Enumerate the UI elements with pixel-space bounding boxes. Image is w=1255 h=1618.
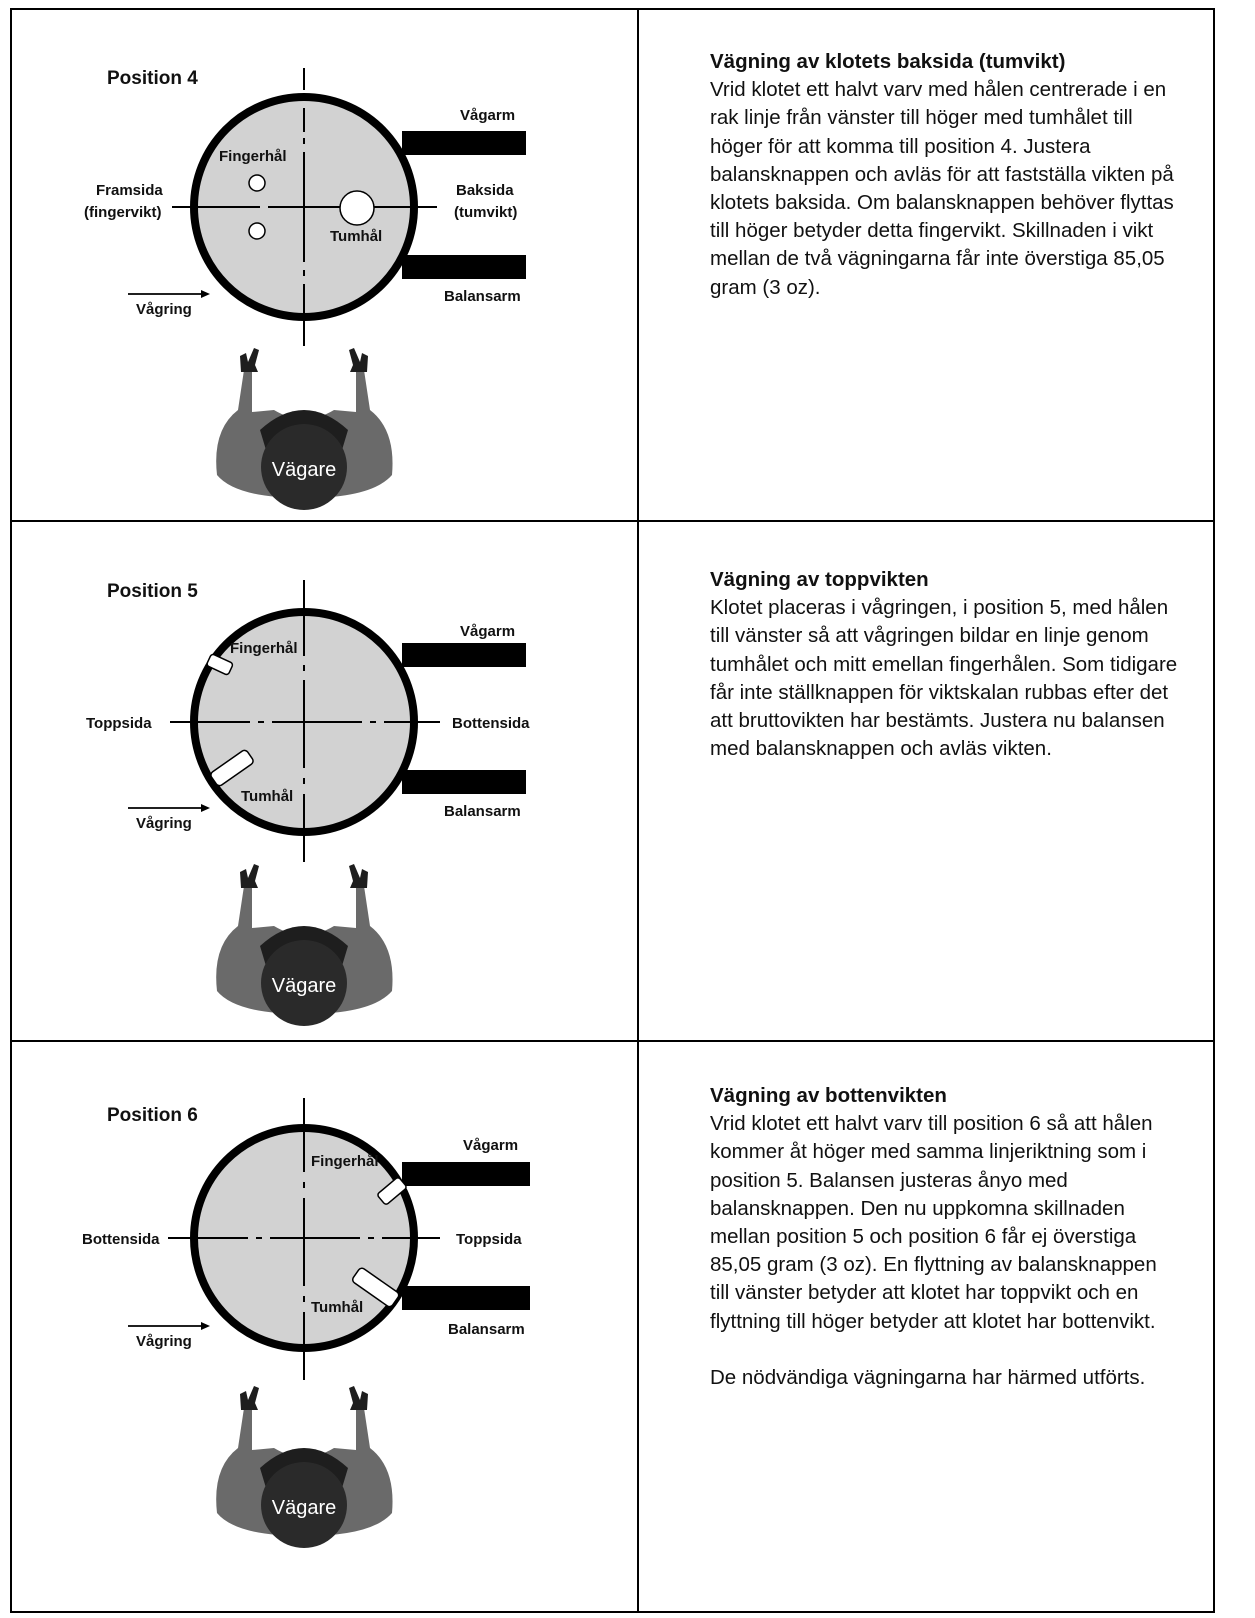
column-divider [637,10,639,1611]
position-label: Position 6 [107,1105,198,1126]
weigher-figure: Vägare [216,864,393,1026]
finger-hole [248,174,266,192]
balance-arm-bar [402,770,526,794]
finger-hole [248,222,266,240]
section-heading: Vägning av bottenvikten [710,1084,947,1107]
section-footer: De nödvändiga vägningarna har härmed utf… [710,1365,1146,1389]
weighing-table: Position 4 F [10,8,1215,1613]
thumb-hole-label: Tumhål [311,1299,363,1316]
section-body: Vrid klotet ett halvt varv till position… [710,1112,1157,1333]
section-heading: Vägning av toppvikten [710,568,929,591]
section-body: Vrid klotet ett halvt varv med hålen cen… [710,78,1174,299]
text-block: Vägning av klotets baksida (tumvikt) Vri… [710,48,1180,302]
left-side-label: Bottensida [82,1231,160,1248]
weigher-figure: Vägare [216,1386,393,1548]
section-heading: Vägning av klotets baksida (tumvikt) [710,50,1066,73]
right-side-label: Bottensida [452,715,530,732]
ring-label: Vågring [136,815,192,832]
weigher-label: Vägare [272,1497,337,1519]
balance-arm-label: Balansarm [444,803,521,820]
balance-arm-label: Balansarm [444,288,521,305]
finger-hole [206,653,234,676]
weigher-label: Vägare [272,975,337,997]
weigher-figure: Vägare [216,348,393,510]
right-side-label: Toppsida [456,1231,522,1248]
scale-arm-label: Vågarm [460,623,515,640]
thumb-hole [210,749,254,787]
scale-arm-bar [402,1162,530,1186]
scale-arm-bar [402,643,526,667]
text-block: Vägning av bottenvikten Vrid klotet ett … [710,1082,1180,1392]
ring-label: Vågring [136,301,192,318]
row-position-6: Position 6 Fingerhål Tumhål Vågarm [12,1042,1213,1611]
section-body: Klotet placeras i vågringen, i position … [710,596,1178,761]
position-label: Position 5 [107,581,198,602]
thumb-hole [351,1267,400,1308]
text-block: Vägning av toppvikten Klotet placeras i … [710,566,1180,763]
figure-position-5: Position 5 Fingerhål T [12,522,637,1040]
scale-arm-label: Vågarm [463,1137,518,1154]
figure-position-6: Position 6 Fingerhål Tumhål Vågarm [12,1042,637,1609]
finger-hole-label: Fingerhål [230,640,298,657]
thumb-hole-label: Tumhål [241,788,293,805]
balance-arm-bar [402,1286,530,1310]
balance-arm-label: Balansarm [448,1321,525,1338]
scale-arm-bar [402,131,526,155]
finger-hole [377,1177,407,1205]
finger-hole-label: Fingerhål [219,148,287,165]
position-label: Position 4 [107,68,198,89]
weigher-label: Vägare [272,459,337,481]
row-position-4: Position 4 F [12,10,1213,522]
right-side-label: Baksida [456,182,514,199]
right-side-sublabel: (tumvikt) [454,204,517,221]
left-side-sublabel: (fingervikt) [84,204,162,221]
left-side-label: Toppsida [86,715,152,732]
scale-arm-label: Vågarm [460,107,515,124]
thumb-hole [339,190,375,226]
figure-position-4: Position 4 F [12,10,637,520]
thumb-hole-label: Tumhål [330,228,382,245]
finger-hole-label: Fingerhål [311,1153,379,1170]
balance-arm-bar [402,255,526,279]
ring-label: Vågring [136,1333,192,1350]
row-position-5: Position 5 Fingerhål T [12,522,1213,1042]
left-side-label: Framsida [96,182,163,199]
